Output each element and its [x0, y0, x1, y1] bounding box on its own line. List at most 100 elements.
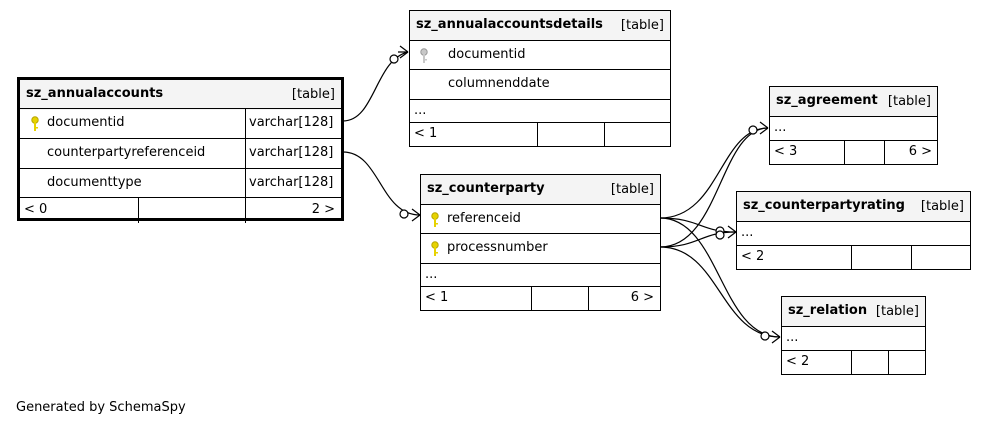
parent-count: < 0 — [24, 202, 48, 217]
column-row: documentid varchar[128] — [20, 108, 341, 138]
table-kind: [table] — [887, 94, 931, 109]
more-columns-row: ... — [421, 263, 660, 287]
table-name: sz_agreement — [776, 93, 878, 108]
crowfoot-counterparty — [411, 208, 421, 222]
table-name: sz_counterpartyrating — [743, 198, 905, 213]
optional-marker-relation — [760, 331, 770, 341]
column-row: documentid — [410, 40, 670, 70]
column-row: columnenddate — [410, 69, 670, 99]
table-footer: < 3 6 > — [770, 140, 937, 164]
footer-divider — [531, 287, 532, 310]
more-columns: ... — [414, 103, 427, 118]
parent-count: < 1 — [414, 126, 438, 141]
footer-divider — [851, 246, 852, 269]
table-footer: < 0 2 > — [20, 197, 341, 223]
table-kind: [table] — [291, 87, 335, 102]
footer-divider — [138, 198, 139, 223]
footer-divider — [888, 351, 889, 374]
footer-divider — [851, 351, 852, 374]
crowfoot-agreement — [759, 121, 769, 135]
relation-counterparty-rating-1 — [659, 217, 737, 233]
table-kind: [table] — [920, 199, 964, 214]
table-name: sz_relation — [788, 303, 868, 318]
crowfoot-relation — [771, 330, 781, 344]
more-columns-row: ... — [782, 326, 925, 350]
table-name: sz_annualaccountsdetails — [416, 17, 603, 32]
column-name: referenceid — [447, 211, 521, 226]
column-divider — [245, 139, 246, 168]
column-name: columnenddate — [448, 76, 550, 91]
relation-counterparty-rating-2 — [659, 231, 737, 248]
crowfoot-rating — [727, 225, 737, 239]
table-sz-agreement[interactable]: sz_agreement [table] ... < 3 6 > — [769, 86, 938, 165]
parent-count: < 2 — [786, 354, 810, 369]
table-header: sz_counterparty [table] — [421, 175, 660, 205]
parent-count: < 3 — [774, 144, 798, 159]
column-row: counterpartyreferenceid varchar[128] — [20, 138, 341, 168]
more-columns-row: ... — [770, 116, 937, 140]
table-header: sz_agreement [table] — [770, 87, 937, 117]
footer-divider — [245, 198, 246, 223]
table-header: sz_annualaccounts [table] — [20, 80, 341, 110]
child-count: 6 > — [908, 144, 932, 159]
table-kind: [table] — [610, 182, 654, 197]
more-columns: ... — [425, 267, 438, 282]
column-name: processnumber — [447, 240, 548, 255]
table-footer: < 2 — [737, 245, 970, 269]
column-divider — [245, 169, 246, 198]
table-header: sz_annualaccountsdetails [table] — [410, 11, 670, 41]
column-name: counterpartyreferenceid — [47, 145, 206, 160]
column-name: documentid — [47, 115, 125, 130]
optional-marker-rating-2 — [715, 230, 725, 240]
primary-key-icon — [31, 116, 39, 131]
more-columns: ... — [741, 225, 754, 240]
column-type: varchar[128] — [249, 145, 334, 160]
relation-counterparty-relation-1 — [659, 217, 781, 338]
column-name: documentid — [448, 47, 526, 62]
foreign-key-icon — [420, 48, 428, 63]
table-footer: < 1 6 > — [421, 286, 660, 310]
relation-counterparty-relation-2 — [659, 246, 781, 338]
relation-annualaccounts-counterparty — [342, 151, 421, 216]
parent-count: < 1 — [425, 290, 449, 305]
table-sz-counterparty[interactable]: sz_counterparty [table] referenceid proc… — [420, 174, 661, 311]
table-sz-counterpartyrating[interactable]: sz_counterpartyrating [table] ... < 2 — [736, 191, 971, 270]
table-kind: [table] — [875, 304, 919, 319]
parent-count: < 2 — [741, 249, 765, 264]
child-count: 6 > — [630, 290, 654, 305]
column-name: documenttype — [47, 175, 142, 190]
column-row: processnumber — [421, 233, 660, 263]
optional-marker-details — [389, 54, 399, 64]
footer-divider — [844, 141, 845, 164]
table-footer: < 2 — [782, 350, 925, 374]
table-sz-annualaccounts[interactable]: sz_annualaccounts [table] documentid var… — [17, 77, 344, 223]
table-name: sz_annualaccounts — [26, 86, 164, 101]
optional-marker-agreement — [748, 125, 758, 135]
column-divider — [245, 109, 246, 138]
table-footer: < 1 — [410, 122, 670, 146]
crowfoot-details — [398, 45, 409, 59]
relation-annualaccounts-details — [342, 51, 409, 122]
table-header: sz_counterpartyrating [table] — [737, 192, 970, 222]
footer-divider — [884, 141, 885, 164]
primary-key-icon — [431, 241, 439, 256]
table-kind: [table] — [620, 18, 664, 33]
optional-marker-counterparty — [399, 209, 409, 219]
generated-by-credit: Generated by SchemaSpy — [16, 400, 186, 415]
column-type: varchar[128] — [249, 115, 334, 130]
table-sz-annualaccountsdetails[interactable]: sz_annualaccountsdetails [table] documen… — [409, 10, 671, 147]
column-type: varchar[128] — [249, 175, 334, 190]
column-row: referenceid — [421, 204, 660, 234]
footer-divider — [604, 123, 605, 146]
table-header: sz_relation [table] — [782, 297, 925, 327]
footer-divider — [911, 246, 912, 269]
more-columns-row: ... — [737, 221, 970, 245]
child-count: 2 > — [311, 202, 335, 217]
more-columns-row: ... — [410, 99, 670, 123]
primary-key-icon — [431, 212, 439, 227]
footer-divider — [537, 123, 538, 146]
more-columns: ... — [786, 330, 799, 345]
table-sz-relation[interactable]: sz_relation [table] ... < 2 — [781, 296, 926, 375]
more-columns: ... — [774, 120, 787, 135]
